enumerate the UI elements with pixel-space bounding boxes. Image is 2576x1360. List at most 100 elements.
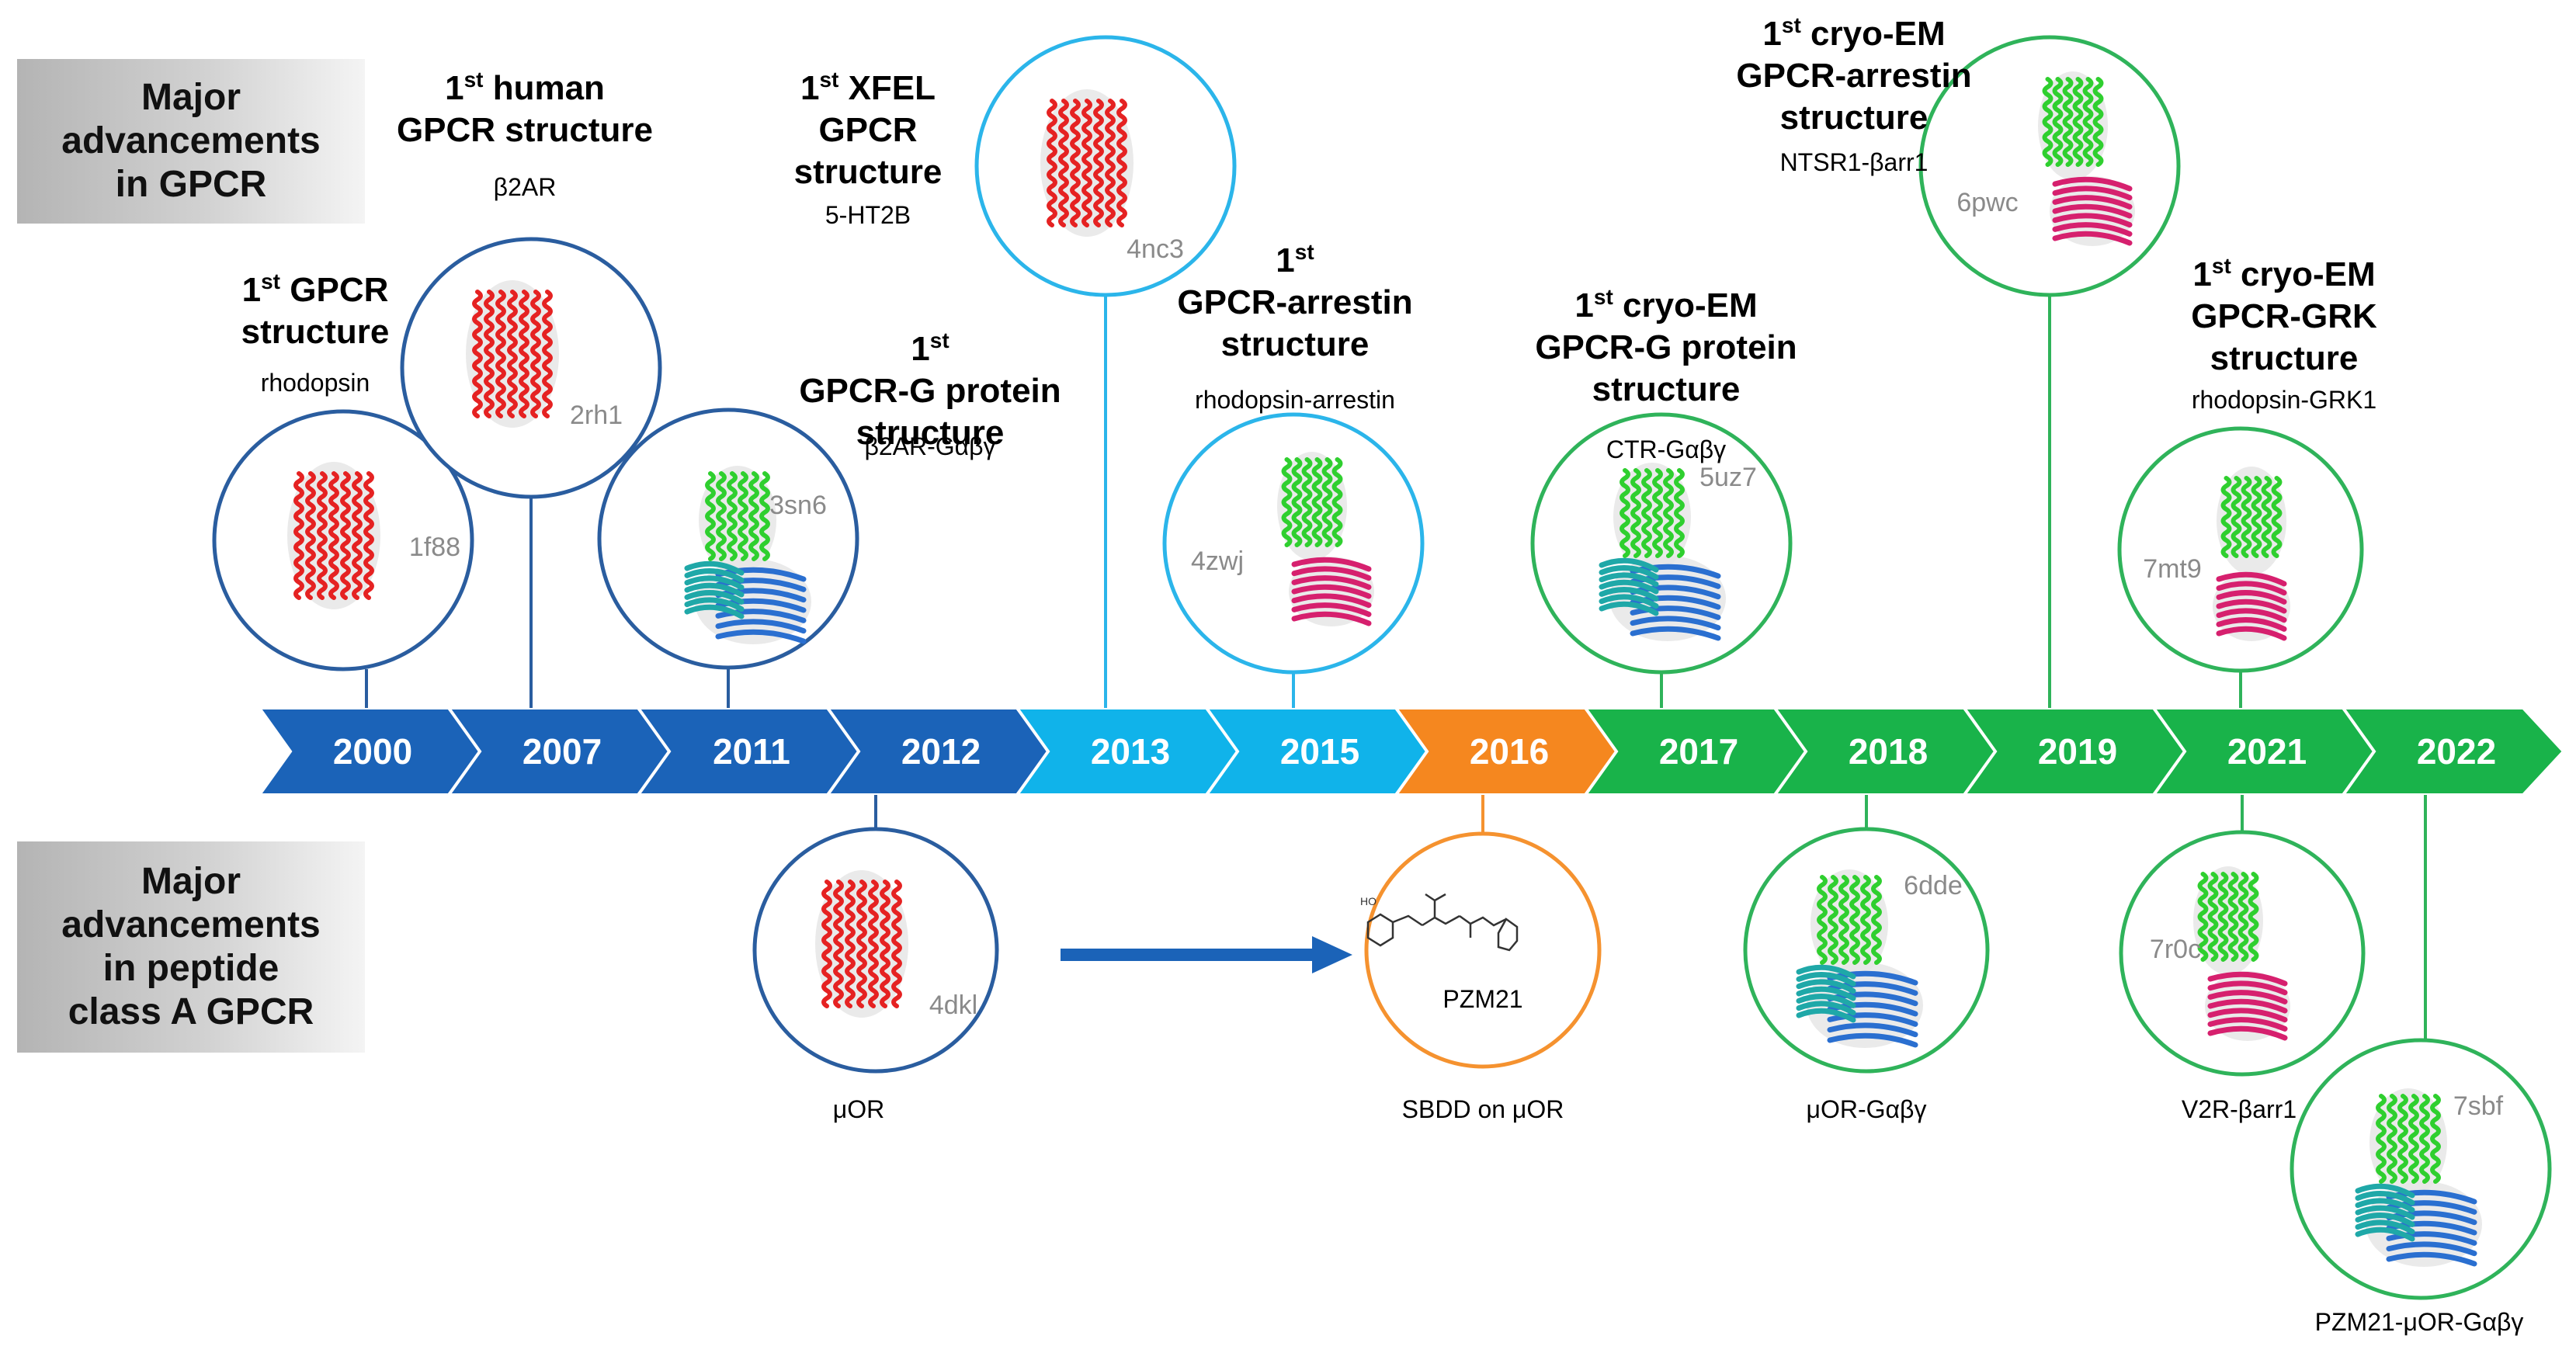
helix [856,879,867,1008]
event-label: μOR-Gαβγ [1807,1095,1927,1123]
beta-strand [2355,1226,2415,1242]
helix [1828,875,1838,965]
event-subtitle: β2AR-Gαβγ [864,432,995,460]
protein-structure [2038,71,2135,246]
structure-circle-pzm21 [1364,831,1602,1069]
helix [1331,457,1343,547]
helix [716,471,727,561]
beta-strand [2207,980,2288,996]
helix [2082,77,2094,167]
beta-strand [1599,601,1659,616]
helix [293,471,304,600]
title-rest: human [483,69,604,107]
helix [519,290,529,418]
protein-structure [287,462,380,609]
helix [1311,457,1323,547]
helix [2207,872,2219,962]
beta-strand [2216,581,2287,596]
beta-strand [684,597,745,612]
pdb-code-7mt9: 7mt9 [2143,554,2202,584]
helix [1652,468,1663,558]
beta-strand [2052,195,2133,210]
protein-structure [684,466,811,644]
helix [1321,457,1333,547]
helix [2197,872,2209,962]
helix [759,471,770,561]
event-title-first-line: 1st [911,328,949,368]
year-label: 2016 [1470,731,1549,772]
title-superscript: st [1782,13,1801,37]
year-label: 2021 [2227,731,2307,772]
helix [738,471,748,561]
year-label: 2018 [1849,731,1928,772]
beta-strand [1796,994,1856,1008]
helix [530,290,541,418]
helix [1047,99,1057,227]
helix [2092,77,2104,167]
title-rest: XFEL [838,69,936,107]
helix [2217,872,2229,962]
helix [1058,99,1069,227]
title-superscript: st [261,269,280,293]
title-superscript: st [1594,285,1613,309]
helix [2261,476,2272,558]
beta-strand [2216,626,2287,641]
beta-strand [2207,990,2288,1004]
helix [2408,1094,2419,1184]
beta-strand [2052,186,2133,201]
event-title-first-line: 1st XFEL [800,68,936,107]
helix [2419,1094,2430,1184]
event-label: PZM21-μOR-Gαβγ [2315,1308,2524,1336]
event-title-line: structure [794,153,943,191]
beta-strand [1291,566,1372,581]
event-subtitle: 5-HT2B [825,201,911,229]
pdb-code-3sn6: 3sn6 [769,491,827,520]
helix [317,471,328,600]
event-title-line: GPCR-GRK [2191,297,2377,335]
beta-strand [684,560,745,576]
beta-strand [1796,1008,1856,1023]
helix [2052,77,2064,167]
event-label: V2R-βarr1 [2182,1095,2297,1123]
beta-strand [1291,593,1372,609]
pdb-code-2rh1: 2rh1 [570,401,623,430]
protein-structure [1040,89,1134,237]
helix [880,879,890,1008]
helix [2238,872,2249,962]
beta-strand [1599,572,1659,588]
helix [2430,1094,2441,1184]
year-label: 2011 [713,731,790,772]
pdb-code-6pwc: 6pwc [1956,188,2018,217]
event-title-first-line: 1st cryo-EM [1574,285,1757,324]
beta-strand [1599,565,1659,580]
beta-strand [2052,213,2133,228]
event-title-first-line: 1st cryo-EM [2192,254,2375,293]
beta-strand [2216,598,2287,614]
event-subtitle: CTR-Gαβγ [1606,435,1726,463]
title-rest: GPCR [280,271,388,309]
event-subtitle: rhodopsin-arrestin [1195,386,1395,414]
helix [2042,77,2054,167]
beta-strand [2207,971,2288,987]
beta-strand [1630,605,1721,620]
protein-structure [2213,467,2290,641]
beta-strand [715,619,807,634]
beta-strand [2052,203,2133,219]
helix [340,471,351,600]
event-subtitle: NTSR1-βarr1 [1780,148,1929,176]
year-label: 2015 [1280,731,1359,772]
title-rest: cryo-EM [1613,286,1758,324]
helix [1663,468,1674,558]
year-label: 2017 [1659,731,1738,772]
helix [2241,476,2252,558]
helix [2376,1094,2387,1184]
pzm21-molecule: HO [1360,893,1519,952]
helix [821,879,832,1008]
event-title-first-line: 1st GPCR [242,269,389,309]
helix [705,471,716,561]
event-title-line: structure [1221,325,1370,363]
